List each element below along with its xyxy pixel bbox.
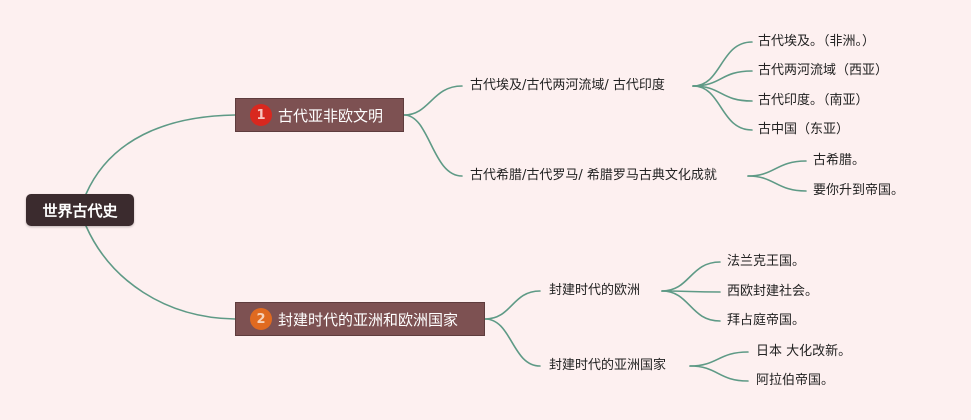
leaf-topic[interactable]: 古代两河流域（西亚） <box>758 62 888 80</box>
leaf-topic[interactable]: 古中国（东亚） <box>758 121 849 139</box>
leaf-topic[interactable]: 古代印度。（南亚） <box>758 92 869 110</box>
subtopic-feudal-europe[interactable]: 封建时代的欧洲 <box>549 282 640 300</box>
connector-sub4-leaf2 <box>689 365 749 382</box>
leaf-label: 法兰克王国。 <box>727 254 806 269</box>
subtopic-egypt-mesopotamia-india[interactable]: 古代埃及/古代两河流域/ 古代印度 <box>470 77 665 95</box>
branch-topic-feudal-era[interactable]: 2 封建时代的亚洲和欧洲国家 <box>235 302 485 336</box>
subtopic-label: 封建时代的欧洲 <box>549 283 641 298</box>
connector-sub1-leaf1 <box>692 41 753 87</box>
leaf-label: 古希腊。 <box>813 153 866 168</box>
connector-sub1-leaf4 <box>692 85 753 131</box>
leaf-label: 拜占庭帝国。 <box>727 313 806 328</box>
connector-branch2-sub1 <box>484 290 541 320</box>
root-topic-label: 世界古代史 <box>42 201 118 220</box>
connector-branch2-sub2 <box>484 318 541 367</box>
leaf-topic[interactable]: 古希腊。 <box>813 152 865 170</box>
leaf-topic[interactable]: 古代埃及。（非洲。） <box>758 33 875 51</box>
connector-branch1-sub2 <box>403 114 463 177</box>
root-topic[interactable]: 世界古代史 <box>26 194 134 226</box>
leaf-topic[interactable]: 日本 大化改新。 <box>756 343 851 361</box>
leaf-label: 要你升到帝国。 <box>813 183 905 198</box>
connector-sub3-leaf3 <box>661 290 721 322</box>
subtopic-greece-rome[interactable]: 古代希腊/古代罗马/ 希腊罗马古典文化成就 <box>470 167 717 185</box>
leaf-topic[interactable]: 阿拉伯帝国。 <box>756 372 834 390</box>
leaf-topic[interactable]: 法兰克王国。 <box>727 253 805 271</box>
branch-topic-label: 封建时代的亚洲和欧洲国家 <box>278 310 459 329</box>
connector-sub4-leaf1 <box>689 351 749 367</box>
priority-badge-2: 2 <box>250 308 272 330</box>
leaf-label: 古代两河流域（西亚） <box>758 63 889 78</box>
leaf-label: 阿拉伯帝国。 <box>756 373 835 388</box>
branch-topic-label: 古代亚非欧文明 <box>278 106 384 125</box>
connector-branch1-sub1 <box>403 85 463 116</box>
priority-badge-1: 1 <box>250 104 272 126</box>
leaf-topic[interactable]: 西欧封建社会。 <box>727 283 818 301</box>
leaf-label: 日本 大化改新。 <box>756 344 852 359</box>
subtopic-feudal-asia[interactable]: 封建时代的亚洲国家 <box>549 357 666 375</box>
connector-sub3-leaf1 <box>661 261 721 292</box>
connector-sub2-leaf2 <box>747 175 807 192</box>
connector-sub2-leaf1 <box>747 160 807 177</box>
subtopic-label: 封建时代的亚洲国家 <box>549 358 667 373</box>
leaf-topic[interactable]: 要你升到帝国。 <box>813 182 904 200</box>
branch-topic-ancient-civilizations[interactable]: 1 古代亚非欧文明 <box>235 98 404 132</box>
leaf-label: 古代埃及。（非洲。） <box>758 34 876 49</box>
subtopic-label: 古代埃及/古代两河流域/ 古代印度 <box>470 78 665 93</box>
leaf-topic[interactable]: 拜占庭帝国。 <box>727 312 805 330</box>
leaf-label: 古中国（东亚） <box>758 122 850 137</box>
leaf-label: 古代印度。（南亚） <box>758 93 869 108</box>
connector-root-branch2 <box>85 225 236 320</box>
subtopic-label: 古代希腊/古代罗马/ 希腊罗马古典文化成就 <box>470 168 717 183</box>
connector-root-branch1 <box>85 114 236 195</box>
leaf-label: 西欧封建社会。 <box>727 284 819 299</box>
